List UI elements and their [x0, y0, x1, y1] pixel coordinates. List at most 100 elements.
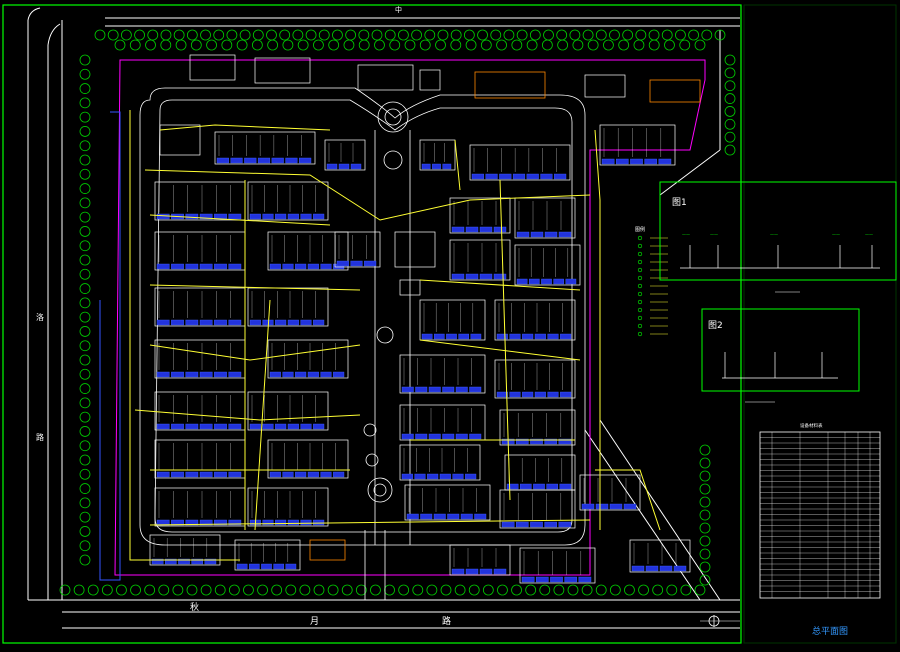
legend-row [637, 283, 668, 289]
tree-symbol [345, 29, 357, 41]
tree-symbol [603, 39, 614, 51]
tree-symbol [412, 584, 424, 596]
svg-text:——: —— [770, 232, 778, 237]
tree-symbol [79, 511, 91, 523]
tree-symbol [477, 29, 488, 41]
building [324, 139, 366, 171]
tree-symbol [79, 240, 91, 252]
tree-symbol [699, 574, 711, 586]
legend-heading: 图例 [635, 226, 645, 233]
tree-symbol [699, 457, 711, 469]
legend-row [637, 243, 668, 249]
bottom-road-char-3: 路 [442, 615, 451, 627]
top-road [105, 17, 740, 27]
legend-row [637, 251, 668, 257]
building [154, 287, 246, 327]
tree-symbol [160, 29, 172, 41]
building [449, 239, 511, 281]
building [584, 74, 626, 98]
tree-symbol [101, 584, 113, 596]
tree-symbol [699, 561, 711, 573]
tree-symbol [297, 39, 309, 51]
building [154, 339, 246, 379]
property-line [114, 59, 706, 576]
bottom-road [28, 599, 740, 629]
tree-symbol [511, 39, 523, 51]
tree-symbol [664, 39, 675, 51]
tree-symbol [450, 29, 462, 41]
tree-symbol [79, 426, 91, 437]
svg-text:——: —— [710, 232, 718, 237]
tree-symbol [694, 584, 706, 596]
bottom-road-char-1: 秋 [190, 601, 199, 613]
tree-symbol [79, 283, 91, 294]
tree-symbol [648, 39, 660, 51]
tree-symbol [107, 29, 119, 41]
tree-symbol [666, 584, 678, 596]
legend-row [637, 315, 668, 321]
tree-symbol [292, 29, 304, 41]
tree-symbol [79, 126, 91, 137]
bottom-road-char-2: 月 [310, 616, 319, 627]
tree-symbol [228, 584, 240, 596]
tree-symbol [79, 254, 91, 266]
tree-symbol [173, 29, 185, 41]
building [154, 439, 246, 479]
tree-symbol [567, 584, 579, 596]
tree-symbol [371, 29, 383, 41]
legend-row [637, 275, 668, 281]
tree-symbol [79, 226, 91, 237]
tree-symbol [424, 29, 436, 41]
tree-symbol [73, 584, 85, 596]
tree-symbol [147, 29, 159, 41]
tree-symbol [618, 39, 630, 51]
detail-1-label: 图1 [672, 197, 687, 208]
legend-row [637, 299, 668, 305]
tree-symbol [724, 131, 736, 143]
tree-symbol [482, 584, 494, 596]
tree-symbol [236, 39, 248, 51]
building [494, 299, 576, 341]
legend-row [637, 267, 668, 273]
accent-buildings [309, 71, 701, 561]
building [579, 474, 641, 511]
tree-symbol [282, 39, 294, 51]
tree-symbol [355, 584, 367, 596]
table-heading: 设备材料表 [800, 422, 823, 429]
tree-symbol [582, 29, 594, 41]
tree-symbol [206, 39, 217, 51]
tree-symbol [724, 67, 736, 79]
tree-symbol [587, 39, 599, 51]
tree-symbol [79, 468, 91, 480]
tree-symbol [679, 39, 691, 51]
tree-symbol [79, 311, 91, 323]
tree-symbol [79, 326, 91, 337]
tree-symbol [134, 29, 145, 41]
svg-text:——: —— [682, 232, 690, 237]
drawing-frame [2, 4, 742, 644]
building [499, 489, 576, 529]
tree-symbol [313, 39, 324, 51]
building [494, 359, 576, 399]
tree-symbol [699, 444, 711, 456]
building [247, 181, 329, 221]
tree-symbol [699, 535, 711, 547]
tree-symbol [299, 584, 311, 596]
tree-symbol [343, 39, 355, 51]
tree-symbol [79, 140, 91, 152]
tree-symbol [384, 584, 395, 596]
tree-symbol [541, 39, 553, 51]
tree-symbol [688, 29, 700, 41]
tree-symbol [358, 29, 370, 41]
detail-panel-1: 图1 —————————— [659, 181, 897, 293]
tree-symbol [190, 39, 202, 51]
tree-symbol [79, 497, 91, 509]
building [214, 131, 316, 165]
tree-symbol [699, 509, 711, 521]
drawing-title: 总平面图 [812, 625, 848, 637]
tree-symbol [652, 584, 664, 596]
tree-symbol [497, 584, 508, 596]
tree-symbol [557, 39, 569, 51]
tree-symbol [435, 39, 446, 51]
